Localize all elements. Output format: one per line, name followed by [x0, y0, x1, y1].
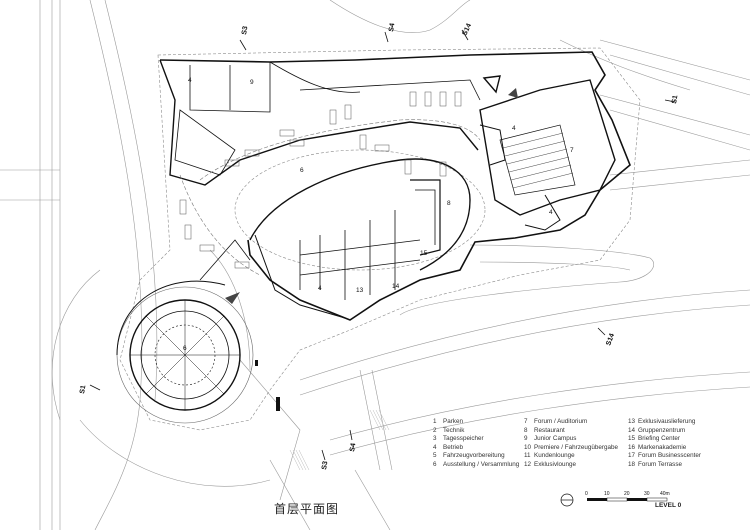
scale-tick: 20	[624, 491, 630, 497]
section-label-s3-top: S3	[241, 26, 249, 36]
section-lines	[89, 29, 676, 461]
section-label-s1-right: S1	[671, 95, 679, 105]
crosswalks	[289, 409, 390, 471]
room-label: 8	[447, 200, 451, 207]
room-label: 9	[250, 79, 254, 86]
room-label: 6	[183, 345, 187, 352]
scale-tick: 10	[604, 491, 610, 497]
gate-marker	[482, 75, 501, 94]
room-label: 13	[356, 287, 364, 294]
room-label: 6	[300, 167, 304, 174]
section-label-s1-left: S1	[79, 385, 87, 395]
central-hall	[234, 149, 486, 319]
room-label: 7	[570, 147, 574, 154]
scale-tick: 0	[585, 491, 588, 497]
round-building	[116, 239, 254, 424]
entrance-markers	[225, 88, 518, 304]
section-label-s14-bottom: S14	[605, 332, 616, 346]
building-outline	[159, 51, 631, 321]
drawing-title: 首层平面图	[274, 502, 340, 516]
scale-tick: 40m	[660, 491, 670, 497]
site-boundary	[119, 47, 641, 431]
room-label: 4	[512, 125, 516, 132]
section-label-s14-top: S14	[461, 23, 473, 37]
scale-tick: 30	[644, 491, 650, 497]
parking-bays	[179, 91, 462, 269]
room-label: 15	[420, 250, 428, 257]
auditorium-block	[479, 79, 616, 231]
section-label-s4-top: S4	[388, 23, 396, 33]
room-label: 14	[392, 283, 400, 290]
poles	[255, 360, 280, 411]
section-label-s4-bottom: S4	[349, 443, 357, 453]
section-label-s3-bottom: S3	[321, 461, 329, 471]
level-label: LEVEL 0	[655, 502, 682, 509]
scale-bar: 0 10 20 30 40m	[560, 491, 670, 507]
room-label: 4	[318, 285, 322, 292]
drive-aisle	[179, 119, 481, 276]
room-label: 4	[188, 77, 192, 84]
room-label: 4	[549, 209, 553, 216]
